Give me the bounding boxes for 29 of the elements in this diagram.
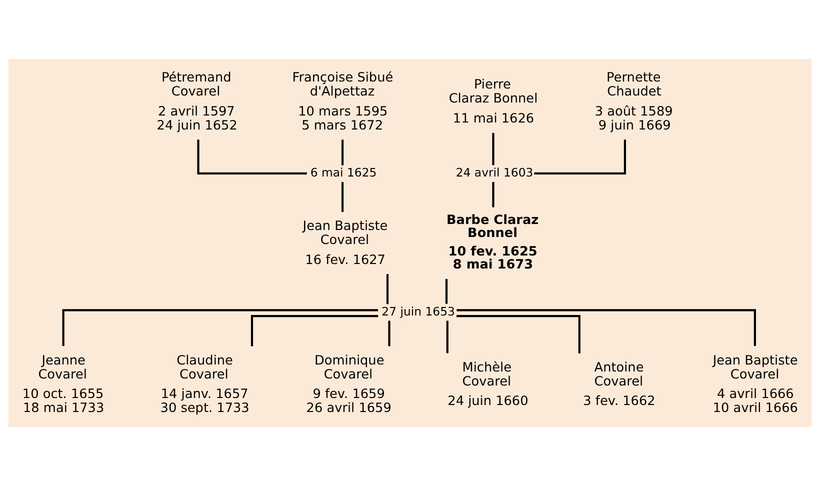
connector	[456, 308, 756, 346]
connector	[250, 314, 378, 346]
connector	[341, 139, 344, 165]
connector	[386, 274, 389, 304]
node-text: 6 mai 1625	[310, 164, 377, 179]
connector	[197, 139, 307, 174]
node-text: Françoise Sibué d'Alpettaz 10 mars 1595 5 mars 1672	[292, 70, 394, 133]
node-text: 27 juin 1653	[382, 304, 455, 318]
node-text: 24 avril 1603	[456, 164, 534, 179]
node-text: Jean Baptiste Covarel 16 fev. 1627	[302, 218, 388, 268]
node-text: Pernette Chaudet 3 août 1589 9 juin 1669	[594, 70, 673, 133]
connector	[341, 182, 344, 212]
node-text: Dominique Covarel 9 fev. 1659 26 avril 1659	[306, 352, 392, 416]
node-text: Jeanne Covarel 10 oct. 1655 18 mai 1733	[22, 352, 104, 416]
node-text: Michèle Covarel 24 juin 1660	[448, 360, 528, 409]
connector	[446, 320, 448, 353]
node-text: Claudine Covarel 14 janv. 1657 30 sept. 1733	[160, 352, 250, 416]
node-text: Antoine Covarel 3 fev. 1662	[583, 360, 656, 409]
node-text: Pétremand Covarel 2 avril 1597 24 juin 1652	[156, 70, 238, 133]
connector	[534, 139, 626, 174]
connector	[492, 132, 494, 165]
node-text: Barbe Claraz Bonnel 10 fev. 1625 8 mai 1673	[446, 212, 539, 272]
connector	[492, 182, 494, 207]
node-text: Jean Baptiste Covarel 4 avril 1666 10 avril 1666	[712, 352, 798, 416]
connector	[445, 278, 448, 304]
connector	[388, 320, 390, 346]
connector	[62, 308, 378, 346]
connector	[456, 314, 580, 353]
node-text: Pierre Claraz Bonnel 11 mai 1626	[448, 77, 538, 126]
